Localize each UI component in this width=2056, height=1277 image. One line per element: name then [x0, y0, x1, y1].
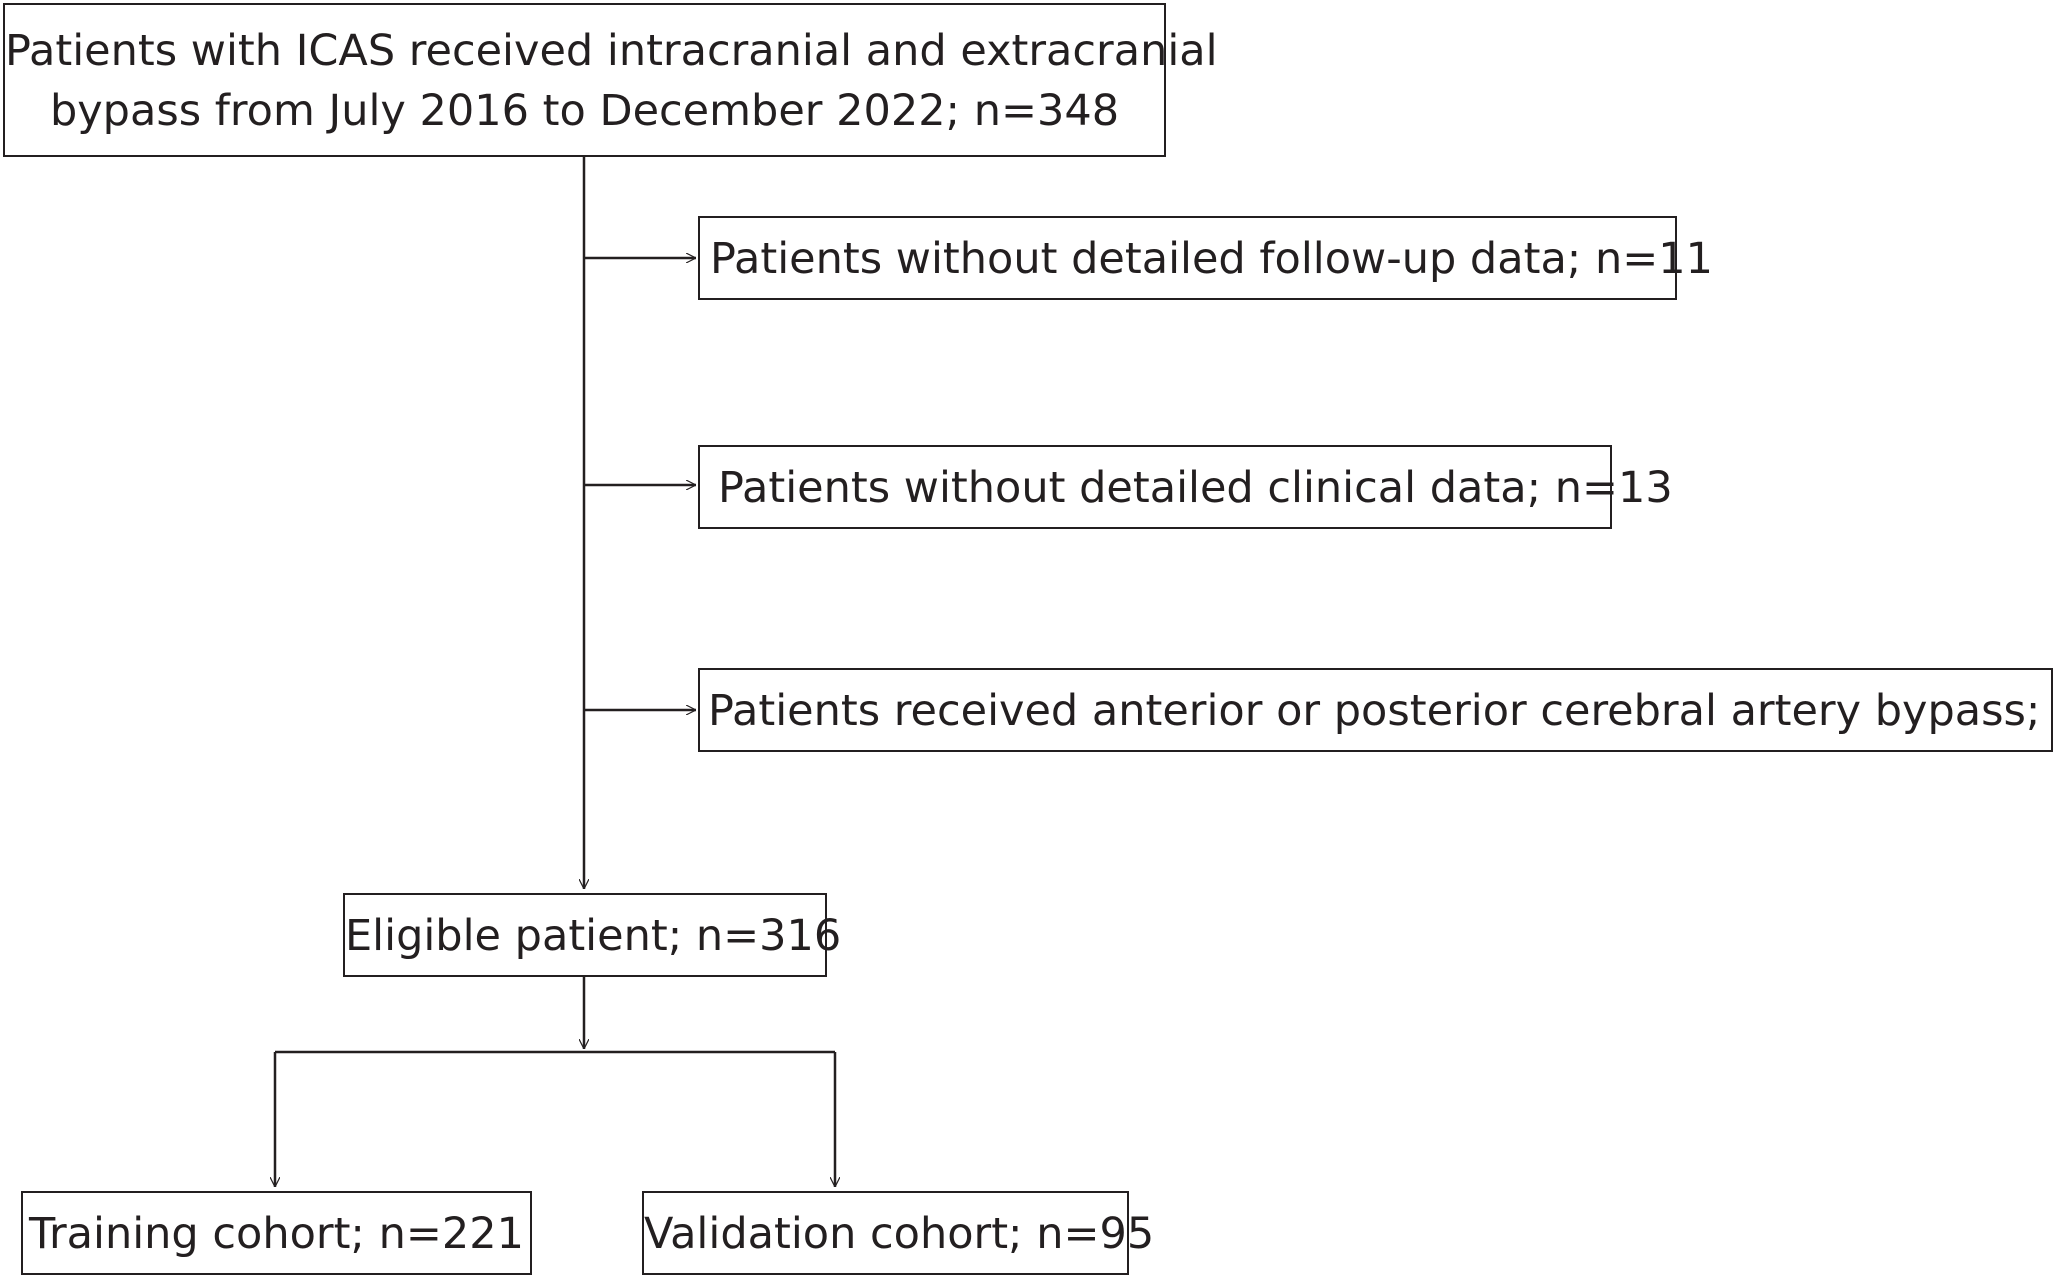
training-cohort-label: Training cohort; n=221 — [29, 1209, 524, 1259]
eligible-label: Eligible patient; n=316 — [345, 911, 842, 961]
start-box-line-2: bypass from July 2016 to December 2022; … — [49, 86, 1120, 136]
validation-cohort-label: Validation cohort; n=95 — [644, 1209, 1155, 1259]
training-cohort-box: Training cohort; n=221 — [21, 1191, 532, 1275]
validation-cohort-box: Validation cohort; n=95 — [642, 1191, 1155, 1275]
exclusion-box-clinical: Patients without detailed clinical data;… — [698, 445, 1673, 529]
start-box: Patients with ICAS received intracranial… — [3, 3, 1218, 157]
exclusion-label-follow-up: Patients without detailed follow-up data… — [710, 234, 1713, 284]
exclusion-label-clinical: Patients without detailed clinical data;… — [718, 463, 1673, 513]
start-box-line-1: Patients with ICAS received intracranial… — [5, 26, 1218, 76]
exclusion-box-follow-up: Patients without detailed follow-up data… — [698, 216, 1713, 300]
eligible-box: Eligible patient; n=316 — [343, 893, 842, 977]
exclusion-label-bypass: Patients received anterior or posterior … — [708, 686, 2056, 736]
exclusion-box-bypass: Patients received anterior or posterior … — [698, 668, 2056, 752]
